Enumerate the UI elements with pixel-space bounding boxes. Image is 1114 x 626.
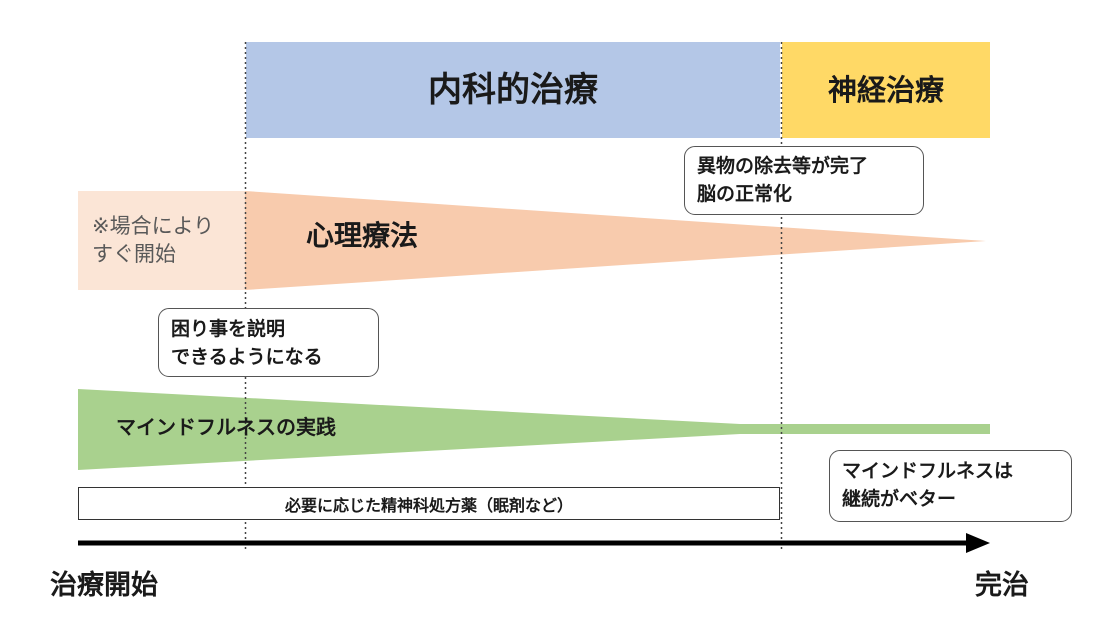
callout-explain-line-2: できるようになる (171, 346, 323, 368)
timeline-start-label: 治療開始 (50, 570, 158, 601)
callout-removal: 異物の除去等が完了 脳の正常化 (684, 146, 924, 215)
timeline-end-label: 完治 (975, 570, 1029, 601)
early-start-note: ※場合により すぐ開始 (92, 212, 214, 268)
medication-box: 必要に応じた精神科処方薬（眠剤など） (78, 487, 780, 520)
early-start-note-line-1: ※場合により (92, 214, 215, 238)
neuro-treatment-label: 神経治療 (827, 72, 944, 107)
mindfulness-label: マインドフルネスの実践 (116, 415, 336, 439)
timeline-arrow-head (966, 533, 990, 553)
medication-label: 必要に応じた精神科処方薬（眠剤など） (284, 495, 573, 515)
internal-medicine-label: 内科的治療 (428, 70, 598, 110)
early-start-note-line-2: すぐ開始 (92, 242, 176, 266)
psychotherapy-label: 心理療法 (306, 219, 419, 252)
callout-explain-line-1: 困り事を説明 (171, 318, 286, 340)
callout-continue-line-1: マインドフルネスは (842, 460, 1014, 482)
callout-continue-line-2: 継続がベター (842, 488, 957, 510)
psychotherapy-wedge (245, 191, 986, 290)
callout-removal-line-1: 異物の除去等が完了 (697, 155, 869, 177)
psychotherapy-early-zone (78, 191, 245, 290)
internal-medicine-block: 内科的治療 (246, 42, 780, 138)
neuro-treatment-block: 神経治療 (782, 42, 990, 138)
callout-removal-line-2: 脳の正常化 (697, 183, 793, 205)
mindfulness-wedge (78, 389, 990, 470)
callout-continue: マインドフルネスは 継続がベター (829, 450, 1072, 522)
callout-explain: 困り事を説明 できるようになる (158, 308, 379, 377)
